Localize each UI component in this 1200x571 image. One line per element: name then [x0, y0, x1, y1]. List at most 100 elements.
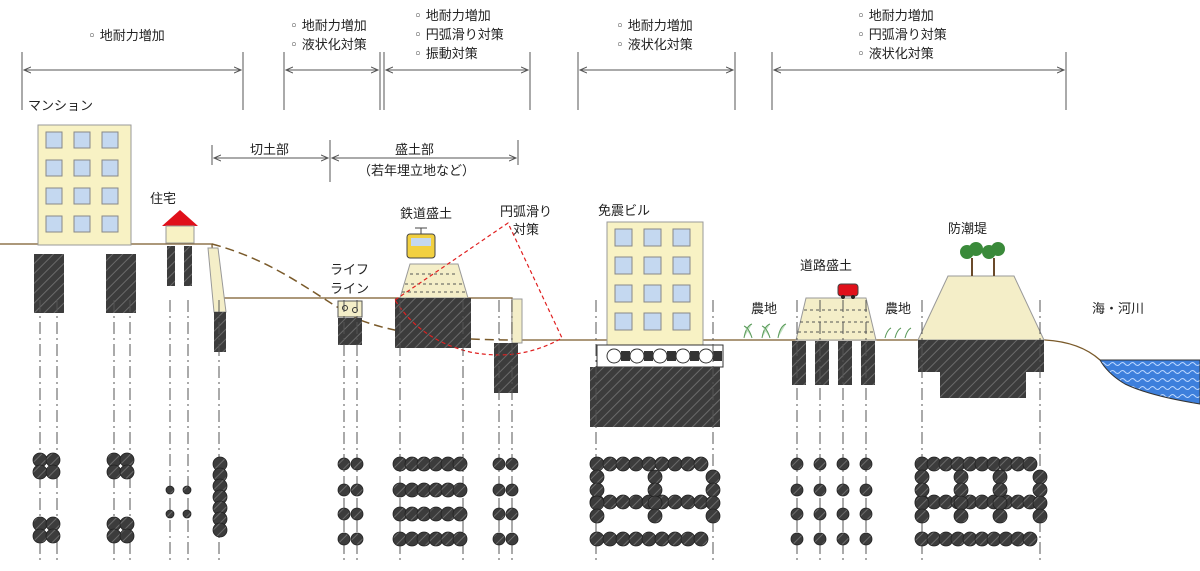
plan-column	[32, 464, 48, 480]
plan-column	[1032, 469, 1048, 485]
plan-column	[350, 532, 364, 546]
plan-column	[836, 507, 850, 521]
plan-column	[992, 495, 1008, 511]
purpose-label: ◦ 液状化対策	[857, 46, 934, 62]
plan-column	[45, 528, 61, 544]
plan-column	[680, 494, 696, 510]
plan-column	[602, 456, 618, 472]
plan-column	[693, 456, 709, 472]
window	[643, 228, 662, 247]
plan-column	[705, 508, 721, 524]
plan-column	[589, 469, 605, 485]
plan-column	[492, 457, 506, 471]
window	[45, 131, 63, 149]
railway-label: 鉄道盛土	[400, 207, 452, 222]
plan-column	[45, 464, 61, 480]
plan-column	[615, 494, 631, 510]
purpose-label: ◦ 円弧滑り対策	[414, 27, 504, 43]
road-pile	[792, 341, 806, 385]
lifeline-label-2: ライン	[330, 282, 369, 297]
window	[672, 228, 691, 247]
plan-column	[647, 469, 663, 485]
plan-column	[813, 483, 827, 497]
plan-column	[859, 507, 873, 521]
plan-column	[914, 508, 930, 524]
plan-column	[992, 508, 1008, 524]
window	[101, 159, 119, 177]
road-pile	[815, 341, 829, 385]
purpose-label: ◦ 液状化対策	[290, 37, 367, 53]
farm-right-label: 農地	[885, 302, 911, 317]
plan-column	[505, 457, 519, 471]
road-embankment	[795, 283, 877, 341]
purpose-label: ◦ 液状化対策	[616, 37, 693, 53]
plan-column	[350, 483, 364, 497]
road-label: 道路盛土	[800, 258, 852, 274]
plan-column	[165, 509, 175, 519]
plan-column	[953, 469, 969, 485]
levee-label: 防潮堤	[948, 221, 987, 237]
window	[45, 159, 63, 177]
purpose-label: ◦ 地耐力増加	[290, 19, 367, 34]
mansion	[34, 124, 136, 313]
plan-column	[836, 483, 850, 497]
plan-column	[654, 531, 670, 547]
plan-column	[119, 464, 135, 480]
isolator-block	[621, 351, 630, 361]
plan-column	[615, 456, 631, 472]
purpose-group-5: ◦ 地耐力増加 ◦ 円弧滑り対策 ◦ 液状化対策	[857, 9, 947, 62]
plan-column	[615, 531, 631, 547]
isolator-block	[690, 351, 699, 361]
plan-column	[505, 483, 519, 497]
pile-center-lines	[39, 300, 1041, 560]
plan-column	[106, 528, 122, 544]
isolator	[675, 348, 691, 364]
plan-column	[914, 495, 930, 511]
window	[73, 187, 91, 205]
plan-column	[452, 506, 468, 522]
plan-column	[1022, 531, 1038, 547]
plan-column	[1032, 495, 1048, 511]
isolator-block	[644, 351, 653, 361]
plan-column	[492, 532, 506, 546]
window	[614, 228, 633, 247]
plan-column	[680, 531, 696, 547]
zone-cut-label: 切土部	[250, 143, 289, 158]
house	[162, 210, 198, 286]
plan-column	[505, 507, 519, 521]
isolator-block	[667, 351, 676, 361]
plan-column	[165, 485, 175, 495]
isolator	[652, 348, 668, 364]
sea-label: 海・河川	[1092, 302, 1144, 317]
plan-column	[589, 508, 605, 524]
plan-column	[705, 495, 721, 511]
window	[643, 312, 662, 331]
plan-column	[628, 456, 644, 472]
plan-column	[693, 531, 709, 547]
arc-slip-label-2: 対策	[513, 222, 539, 238]
purpose-label: ◦ 円弧滑り対策	[857, 27, 947, 43]
isolator	[629, 348, 645, 364]
plan-column	[505, 532, 519, 546]
plan-column	[667, 531, 683, 547]
purpose-group-3: ◦ 地耐力増加 ◦ 円弧滑り対策 ◦ 振動対策	[414, 9, 504, 62]
plan-column	[641, 531, 657, 547]
plan-column	[705, 482, 721, 498]
purpose-label: ◦ 地耐力増加	[857, 9, 934, 24]
zone-fill-note: （若年埋立地など）	[358, 163, 475, 179]
plan-column	[182, 485, 192, 495]
purpose-group-1: ◦ 地耐力増加	[88, 29, 165, 44]
plan-column	[836, 457, 850, 471]
plan-column	[589, 482, 605, 498]
slope-retaining-wall	[494, 298, 523, 393]
window	[672, 312, 691, 331]
railway-embankment	[395, 227, 471, 348]
seismic-building-label: 免震ビル	[598, 204, 650, 219]
plan-column	[992, 469, 1008, 485]
plan-column	[589, 531, 605, 547]
plan-column	[182, 509, 192, 519]
plan-column	[492, 507, 506, 521]
purpose-label: ◦ 地耐力増加	[616, 19, 693, 34]
